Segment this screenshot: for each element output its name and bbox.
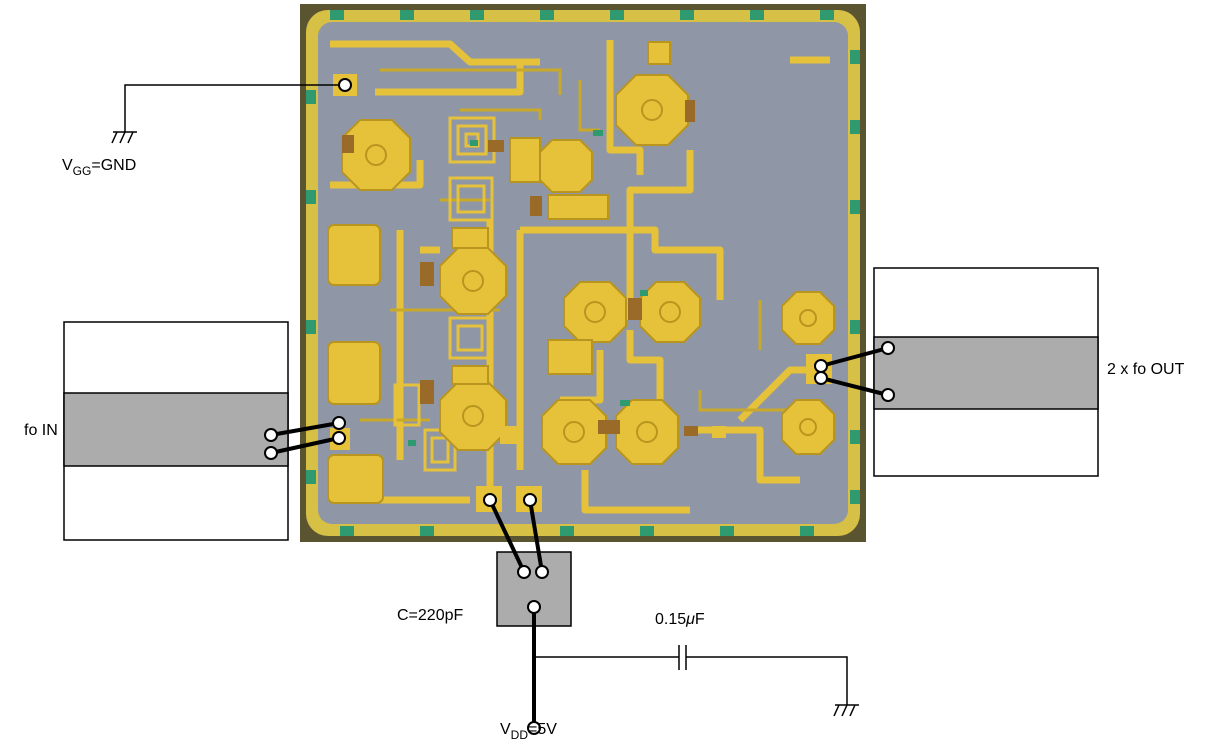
ground-symbol-vgg — [111, 131, 137, 144]
die-large-pads — [327, 41, 671, 504]
in-board-terminal-2 — [264, 446, 278, 460]
fo-out-label: 2 x fo OUT — [1107, 361, 1185, 378]
vdd-label: VDD=5V — [500, 721, 557, 742]
cap-terminal-2 — [535, 565, 549, 579]
vdd-terminal — [527, 721, 541, 735]
cap-015uf-label: 0.15μF — [655, 611, 705, 628]
die-edge-pads — [306, 10, 860, 536]
vgg-label: VGG=GND — [62, 157, 136, 178]
schematic-lines — [124, 84, 848, 705]
bias-line-to-gnd — [686, 656, 848, 705]
input-transmission-line — [63, 392, 289, 467]
bond-wire-in-1 — [269, 421, 341, 437]
vdd-die-terminal-1 — [483, 493, 497, 507]
in-board-terminal-1 — [264, 428, 278, 442]
output-transmission-line — [873, 336, 1099, 410]
bond-wire-out-1 — [819, 346, 890, 368]
input-microstrip-board — [63, 321, 289, 541]
cap-terminal-1 — [517, 565, 531, 579]
bond-wires — [269, 346, 890, 730]
output-microstrip-board — [873, 267, 1099, 477]
bond-wire-vdd-2 — [528, 498, 544, 574]
vdd-die-terminal-2 — [523, 493, 537, 507]
ground-symbol-vdd — [833, 704, 859, 717]
out-die-terminal-1 — [814, 359, 828, 373]
bond-wire-vdd-1 — [488, 498, 526, 574]
mmic-die — [300, 4, 866, 542]
bond-wire-out-2 — [819, 376, 890, 397]
out-board-terminal-1 — [881, 341, 895, 355]
die-capacitors — [341, 74, 835, 465]
out-board-terminal-2 — [881, 388, 895, 402]
fo-in-label: fo IN — [24, 422, 58, 439]
cap-220pf-label: C=220pF — [397, 607, 463, 624]
die-green-marks — [408, 130, 648, 446]
bond-wire-in-2 — [269, 436, 341, 455]
out-die-terminal-2 — [814, 371, 828, 385]
in-die-terminal-2 — [332, 431, 346, 445]
terminals — [264, 78, 895, 735]
vgg-terminal — [338, 78, 352, 92]
cap-terminal-3 — [527, 600, 541, 614]
die-capacitor-centers — [365, 99, 817, 443]
die-devices — [342, 100, 698, 436]
in-die-terminal-1 — [332, 416, 346, 430]
vgg-wire — [124, 84, 345, 132]
